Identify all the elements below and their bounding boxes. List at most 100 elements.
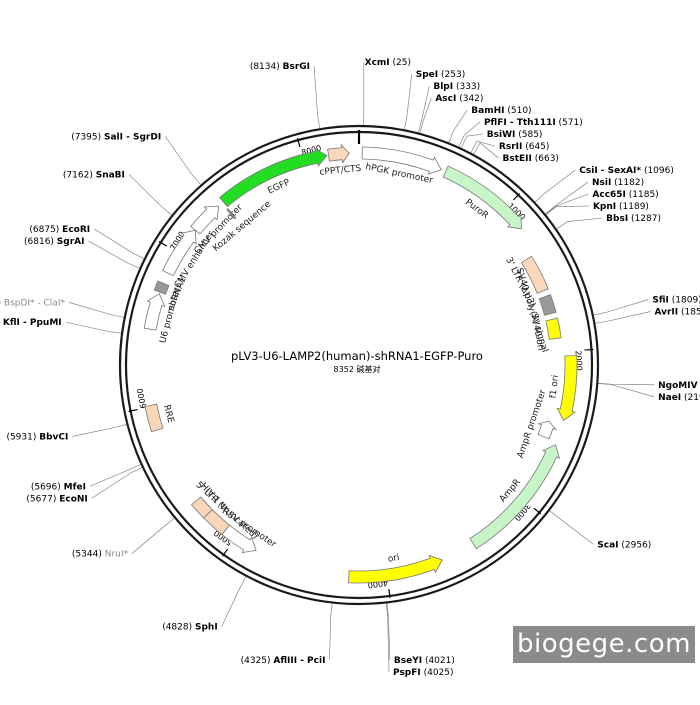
site-pflfi-tth111i[interactable]: PflFI - Tth111I (571): [484, 118, 583, 128]
site-name: MfeI: [64, 482, 86, 492]
site-position: (1809): [669, 295, 700, 305]
site-sphi[interactable]: (4828) SphI: [162, 623, 217, 633]
site-leader: [418, 86, 429, 132]
tick-mark: [585, 349, 594, 350]
site-bamhi[interactable]: BamHI (510): [471, 106, 531, 116]
site-acc65i[interactable]: Acc65I (1185): [592, 190, 658, 200]
site-bbsi[interactable]: BbsI (1287): [606, 214, 661, 224]
site-pspfi[interactable]: PspFI (4025): [393, 668, 454, 678]
site-position: (4021): [422, 656, 455, 666]
site-name: BsiWI: [487, 130, 516, 140]
site-nsii[interactable]: NsiI (1182): [592, 178, 644, 188]
site-name: ScaI: [597, 540, 618, 550]
site-name: BspDI* - ClaI*: [4, 298, 66, 308]
site-ecori[interactable]: (6875) EcoRI: [29, 225, 90, 235]
site-position: (4828): [162, 623, 195, 633]
feature-shrna1[interactable]: [154, 281, 169, 294]
site-leader: [449, 110, 467, 142]
site-econi[interactable]: (5677) EcoNI: [26, 494, 87, 504]
feature-ampr[interactable]: [470, 445, 559, 549]
site-position: (510): [505, 106, 532, 116]
site-name: NaeI: [658, 393, 681, 403]
site-sfii[interactable]: SfiI (1809): [652, 295, 700, 305]
feature-cppt-cts[interactable]: [328, 145, 349, 163]
feature-sv40-ori[interactable]: [546, 318, 561, 339]
site-name: SgrAI: [57, 237, 85, 247]
site-afliii-pcii[interactable]: (4325) AflIII - PciI: [241, 656, 326, 666]
site-name: SpeI: [416, 70, 438, 80]
feature-f1-ori[interactable]: [557, 355, 577, 420]
site-naei[interactable]: NaeI (2191): [658, 393, 700, 403]
site-leader: [66, 322, 121, 333]
site-bsrgi[interactable]: (8134) BsrGI: [250, 62, 310, 72]
site-position: (5931): [6, 432, 39, 442]
site-scai[interactable]: ScaI (2956): [597, 540, 651, 550]
site-name: CsiI - SexAI*: [579, 166, 641, 176]
site-position: (1182): [611, 178, 644, 188]
site-asci[interactable]: AscI (342): [435, 94, 483, 104]
site-leader: [69, 302, 124, 317]
site-leader: [550, 511, 594, 544]
site-position: (1189): [616, 202, 649, 212]
site-bseyi[interactable]: BseYI (4021): [394, 656, 455, 666]
site-position: (7395): [71, 132, 104, 142]
site-name: BsrGI: [283, 62, 310, 72]
site-position: (7162): [63, 170, 96, 180]
site-leader: [546, 206, 589, 215]
site-kpni[interactable]: KpnI (1189): [593, 202, 649, 212]
site-ngomiv[interactable]: NgoMIV (2189): [658, 381, 700, 391]
site-leader: [404, 74, 411, 129]
site-leader: [94, 229, 144, 259]
site-position: (5696): [31, 482, 64, 492]
site-snabi[interactable]: (7162) SnaBI: [63, 170, 125, 180]
site-nrui[interactable]: (5344) NruI*: [72, 549, 129, 559]
site-mfei[interactable]: (5696) MfeI: [31, 482, 86, 492]
site-name: NsiI: [592, 178, 611, 188]
feature-sv40-poly-a-signal[interactable]: [539, 295, 556, 316]
site-rsrii[interactable]: RsrII (645): [499, 142, 549, 152]
site-leader: [557, 218, 602, 229]
site-position: (571): [556, 118, 583, 128]
site-bbvci[interactable]: (5931) BbvCI: [6, 432, 68, 442]
site-xcmi[interactable]: XcmI (25): [365, 58, 411, 68]
site-kfli-ppumi[interactable]: (6441) KflI - PpuMI: [0, 318, 62, 328]
site-bsteii[interactable]: BstEII (663): [503, 154, 559, 164]
site-leader: [594, 299, 649, 315]
site-name: EcoRI: [62, 225, 90, 235]
site-leader: [222, 577, 246, 627]
site-sgrai[interactable]: (6816) SgrAI: [24, 237, 84, 247]
site-position: (1096): [641, 166, 674, 176]
site-leader: [459, 122, 480, 147]
site-leader: [471, 141, 495, 152]
feature-egfp[interactable]: [220, 148, 327, 206]
site-bspdi-clai[interactable]: (6530) BspDI* - ClaI*: [0, 298, 65, 308]
site-position: (1185): [626, 190, 659, 200]
site-position: (8134): [250, 62, 283, 72]
feature-ampr-promoter[interactable]: [538, 421, 556, 439]
site-name: SfiI: [652, 295, 669, 305]
site-name: NruI*: [105, 549, 129, 559]
feature-rre[interactable]: [145, 404, 163, 432]
feature-label: cPPT/CTS: [319, 164, 362, 178]
site-position: (4025): [421, 668, 454, 678]
feature-u6-promoter[interactable]: [144, 294, 165, 330]
site-name: XcmI: [365, 58, 390, 68]
site-csii-sexai[interactable]: CsiI - SexAI* (1096): [579, 166, 674, 176]
site-name: BbvCI: [39, 432, 68, 442]
site-position: (342): [456, 94, 483, 104]
site-spei[interactable]: SpeI (253): [416, 70, 465, 80]
site-leader: [314, 66, 320, 128]
site-avrii[interactable]: AvrII (1856): [654, 307, 700, 317]
site-name: SalI - SgrDI: [104, 132, 161, 142]
site-blpi[interactable]: BlpI (333): [433, 82, 480, 92]
site-position: (25): [390, 58, 411, 68]
feature-label: EGFP: [266, 178, 292, 197]
site-bsiwi[interactable]: BsiWI (585): [487, 130, 543, 140]
site-position: (6816): [24, 237, 57, 247]
site-name: AflIII - PciI: [273, 656, 325, 666]
site-name: AvrII: [654, 307, 678, 317]
site-name: EcoNI: [59, 494, 88, 504]
site-sali-sgrdi[interactable]: (7395) SalI - SgrDI: [71, 132, 161, 142]
site-leader: [72, 424, 126, 436]
